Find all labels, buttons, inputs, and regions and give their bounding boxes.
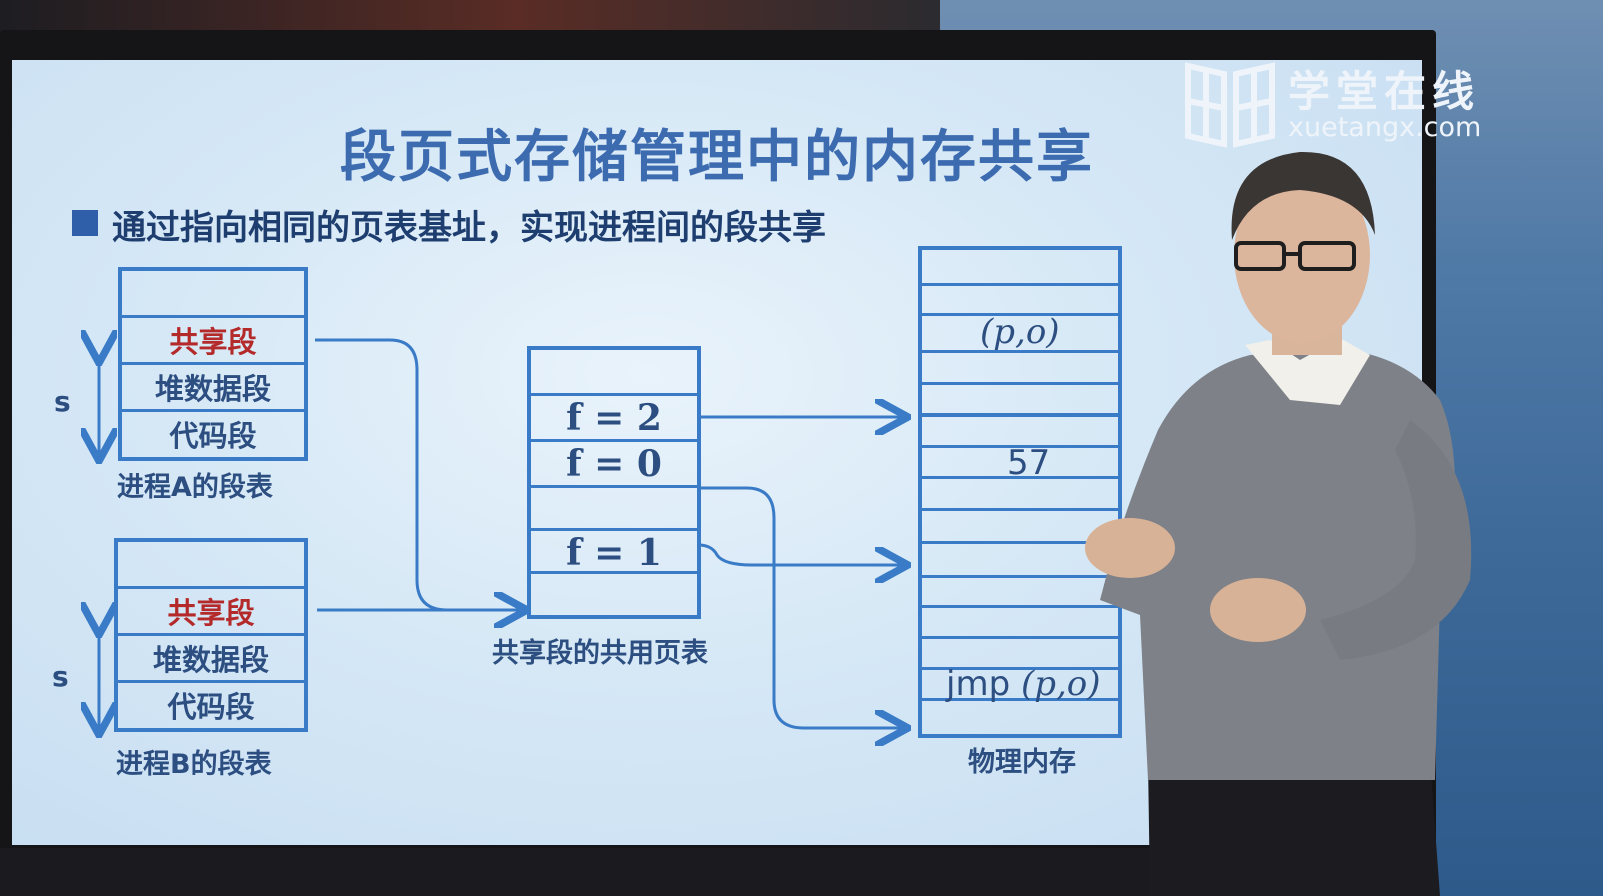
memory-entry-jmp: jmp (p,o) (946, 664, 1101, 704)
slide-title: 段页式存储管理中的内存共享 (340, 125, 1094, 190)
memory-line (922, 283, 1118, 286)
page-entry-f0: f = 0 (531, 439, 697, 485)
frame-boundary (922, 413, 1118, 417)
logo-text-cn: 学堂在线 (1288, 67, 1481, 116)
diagram-arrows (12, 60, 1422, 845)
memory-line (922, 313, 1118, 316)
memory-line (922, 541, 1118, 544)
code-segment-row: 代码段 (118, 680, 304, 727)
slide: 段页式存储管理中的内存共享 通过指向相同的页表基址，实现进程间的段共享 共享段 … (12, 60, 1422, 845)
table-row (531, 485, 697, 531)
heap-segment-row: 堆数据段 (122, 362, 304, 409)
memory-line (922, 508, 1118, 511)
memory-entry-po: (p,o) (980, 312, 1060, 352)
arrow-a-to-page-table (315, 338, 524, 610)
process-b-caption: 进程B的段表 (116, 749, 272, 780)
process-b-segment-table: 共享段 堆数据段 代码段 (114, 538, 308, 732)
memory-line (922, 575, 1118, 578)
page-table-caption: 共享段的共用页表 (492, 638, 708, 669)
shared-page-table: f = 2 f = 0 f = 1 (527, 346, 701, 619)
book-grid-icon (1185, 62, 1275, 148)
memory-line (922, 445, 1118, 448)
page-entry-f2: f = 2 (531, 393, 697, 439)
memory-line (922, 636, 1118, 639)
memory-line (922, 605, 1118, 608)
shared-segment-row: 共享段 (118, 586, 304, 633)
xuetangx-logo: 学堂在线 xuetangx.com (1180, 56, 1510, 156)
memory-entry-57: 57 (1007, 443, 1051, 483)
memory-line (922, 382, 1118, 385)
heap-segment-row: 堆数据段 (118, 633, 304, 680)
process-a-s-label: s (54, 385, 71, 418)
arrow-f0-to-memory (698, 486, 905, 728)
memory-line (922, 476, 1118, 479)
memory-line (922, 350, 1118, 353)
bullet-text: 通过指向相同的页表基址，实现进程间的段共享 (112, 208, 826, 248)
table-row (531, 571, 697, 614)
code-segment-row: 代码段 (122, 409, 304, 456)
process-a-segment-table: 共享段 堆数据段 代码段 (118, 267, 308, 461)
arrow-f1-to-memory (697, 543, 905, 565)
process-a-caption: 进程A的段表 (117, 472, 273, 503)
process-b-s-label: s (52, 660, 69, 693)
memory-line (922, 667, 1118, 670)
logo-text-site: xuetangx.com (1288, 112, 1482, 143)
shared-segment-row: 共享段 (122, 315, 304, 362)
memory-line (922, 698, 1118, 701)
studio-floor (0, 848, 1436, 896)
page-entry-f1: f = 1 (531, 528, 697, 574)
memory-caption: 物理内存 (968, 747, 1076, 778)
bullet-square-icon (72, 210, 98, 236)
